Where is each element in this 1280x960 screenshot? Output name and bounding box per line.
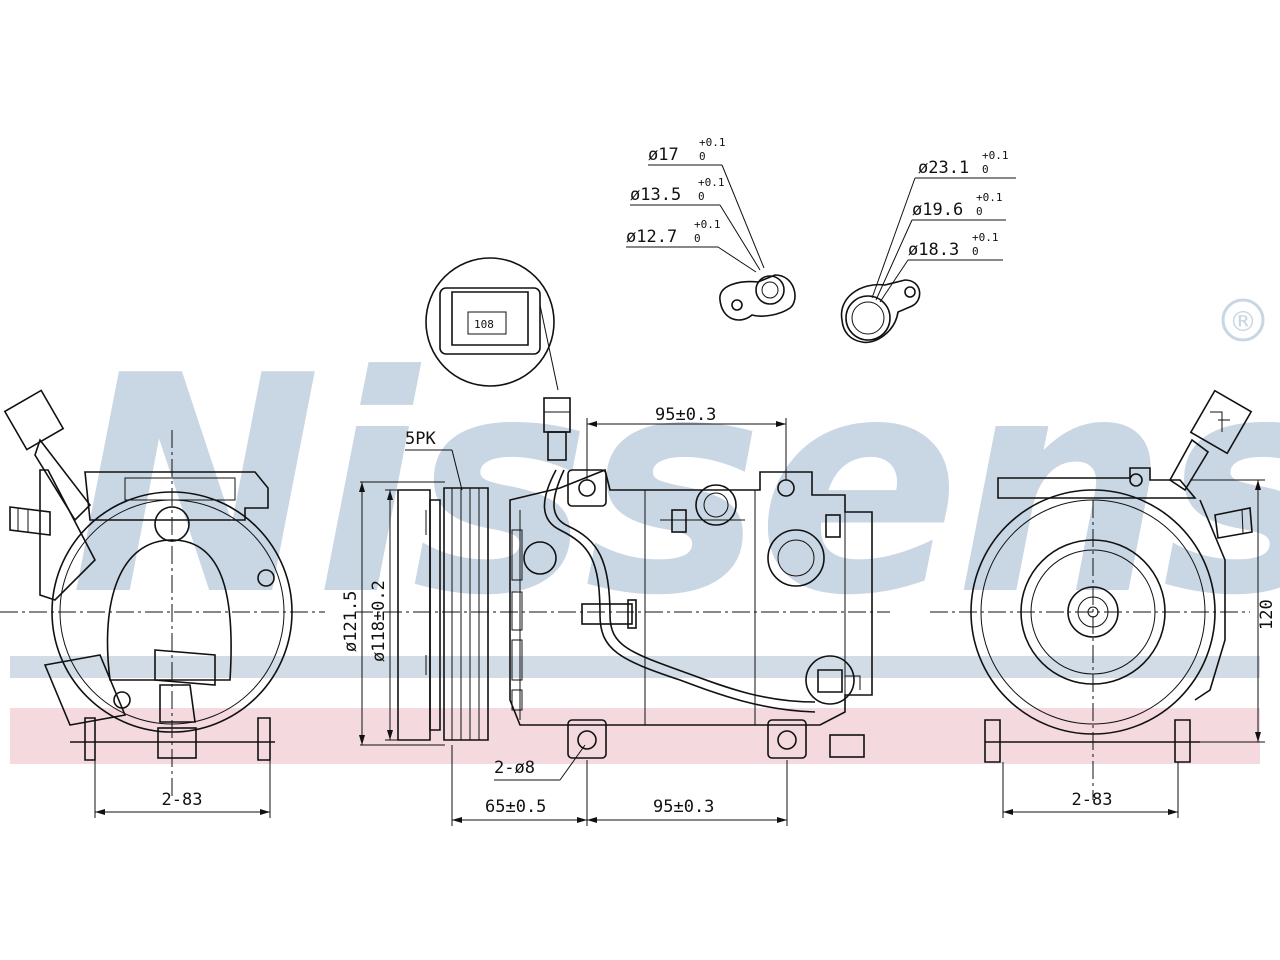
svg-text:0: 0 — [982, 163, 989, 176]
watermark-band-blue — [10, 656, 1260, 678]
svg-text:0: 0 — [699, 150, 706, 163]
bottom-spacing-dimension: 95±0.3 — [653, 797, 714, 817]
svg-text:0: 0 — [698, 190, 705, 203]
top-spacing-dimension: 95±0.3 — [655, 405, 716, 425]
right-mount-dimension: 2-83 — [1072, 790, 1113, 810]
svg-text:0: 0 — [694, 232, 701, 245]
svg-text:+0.1: +0.1 — [698, 176, 725, 189]
connector-pin-label: 108 — [474, 318, 494, 331]
left-front-view: 2-83 — [0, 389, 325, 818]
registered-mark-icon: ® — [1221, 298, 1265, 342]
height-dimension: 120 — [1257, 599, 1277, 630]
discharge-port-detail: ø23.1 +0.1 0 ø19.6 +0.1 0 ø18.3 +0.1 0 — [840, 149, 1016, 344]
svg-text:0: 0 — [976, 205, 983, 218]
suction-d3: ø12.7 — [626, 227, 677, 247]
bottom-offset-dimension: 65±0.5 — [485, 797, 546, 817]
discharge-d2: ø19.6 — [912, 200, 963, 220]
left-mount-dimension: 2-83 — [162, 790, 203, 810]
middle-side-view: ø121.5 ø118±0.2 5PK — [341, 257, 890, 826]
svg-text:+0.1: +0.1 — [699, 136, 726, 149]
right-rear-view: 120 2-83 — [930, 389, 1277, 818]
svg-text:+0.1: +0.1 — [976, 191, 1003, 204]
svg-text:0: 0 — [972, 245, 979, 258]
suction-d2: ø13.5 — [630, 185, 681, 205]
svg-text:®: ® — [1229, 305, 1257, 338]
watermark-band-pink — [10, 708, 1260, 764]
pulley-inner-diameter: ø118±0.2 — [369, 580, 389, 662]
discharge-d3: ø18.3 — [908, 240, 959, 260]
svg-text:+0.1: +0.1 — [972, 231, 999, 244]
belt-type-label: 5PK — [405, 429, 436, 449]
bolt-holes-label: 2-ø8 — [494, 758, 535, 778]
svg-text:+0.1: +0.1 — [982, 149, 1009, 162]
brand-watermark: Nissens — [70, 312, 1280, 661]
suction-port-detail: ø17 +0.1 0 ø13.5 +0.1 0 ø12.7 +0.1 0 — [626, 136, 796, 321]
discharge-d1: ø23.1 — [918, 158, 969, 178]
svg-text:+0.1: +0.1 — [694, 218, 721, 231]
suction-d1: ø17 — [648, 145, 679, 165]
pulley-outer-diameter: ø121.5 — [341, 591, 361, 652]
